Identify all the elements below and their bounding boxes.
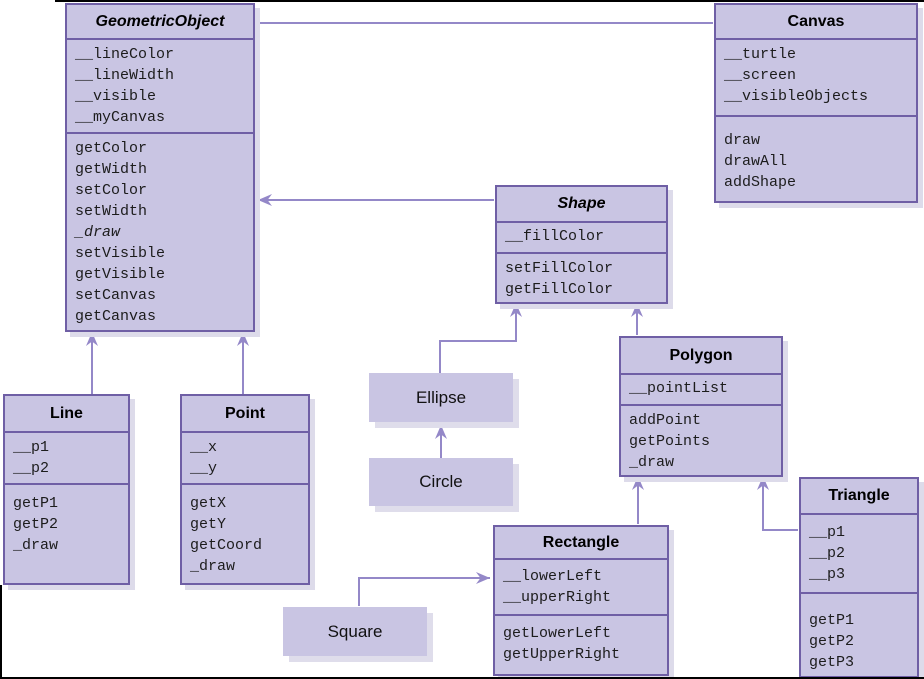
attributes-triangle: __p1 __p2 __p3 bbox=[809, 524, 846, 583]
class-box-circle: Circle bbox=[369, 458, 513, 506]
class-title-triangle: Triangle bbox=[801, 479, 917, 515]
class-box-point: Point __x __y getX getY getCoord _draw bbox=[180, 394, 310, 585]
methods-triangle: getP1 getP2 getP3 bbox=[801, 592, 917, 676]
class-title-circle: Circle bbox=[419, 472, 463, 491]
class-box-line: Line __p1 __p2 getP1 getP2 _draw bbox=[3, 394, 130, 585]
methods-shape: setFillColor getFillColor bbox=[497, 252, 666, 302]
edge-triangle-polygon bbox=[757, 476, 798, 531]
attributes-polygon: __pointList bbox=[629, 380, 729, 397]
class-title-canvas: Canvas bbox=[716, 5, 916, 40]
class-box-shape: Shape __fillColor setFillColor getFillCo… bbox=[495, 185, 668, 304]
class-box-ellipse: Ellipse bbox=[369, 373, 513, 422]
methods-geometricobject: getColor getWidth setColor setWidth _dra… bbox=[67, 132, 253, 330]
class-box-square: Square bbox=[283, 607, 427, 656]
methods-geometricobject-bottom: setVisible getVisible setCanvas getCanva… bbox=[75, 245, 166, 325]
class-box-geometricobject: GeometricObject __lineColor __lineWidth … bbox=[65, 3, 255, 332]
attributes-shape: __fillColor bbox=[505, 228, 605, 245]
class-title-geometricobject: GeometricObject bbox=[67, 5, 253, 40]
class-box-rectangle: Rectangle __lowerLeft __upperRight getLo… bbox=[493, 525, 669, 676]
methods-line: getP1 getP2 _draw bbox=[5, 483, 128, 583]
class-title-square: Square bbox=[327, 621, 383, 641]
edge-ellipse-shape bbox=[439, 303, 522, 373]
class-title-rectangle: Rectangle bbox=[495, 527, 667, 560]
class-title-shape: Shape bbox=[497, 187, 666, 223]
attributes-geometricobject: __lineColor __lineWidth __visible __myCa… bbox=[75, 46, 175, 126]
screenshot-edge-bottom bbox=[0, 677, 924, 679]
methods-rectangle: getLowerLeft getUpperRight bbox=[495, 614, 667, 674]
abstract-method-draw: _draw bbox=[75, 224, 121, 241]
class-title-point: Point bbox=[182, 396, 308, 433]
methods-canvas: draw drawAll addShape bbox=[716, 115, 916, 201]
attributes-point: __x __y bbox=[190, 439, 218, 477]
class-box-polygon: Polygon __pointList addPoint getPoints _… bbox=[619, 336, 783, 477]
class-box-triangle: Triangle __p1 __p2 __p3 getP1 getP2 getP… bbox=[799, 477, 919, 678]
class-title-polygon: Polygon bbox=[621, 338, 781, 375]
class-title-line: Line bbox=[5, 396, 128, 433]
attributes-rectangle: __lowerLeft __upperRight bbox=[503, 568, 612, 606]
class-box-canvas: Canvas __turtle __screen __visibleObject… bbox=[714, 3, 918, 203]
edge-square-rectangle bbox=[358, 572, 490, 606]
methods-polygon: addPoint getPoints _draw bbox=[621, 404, 781, 475]
class-title-ellipse: Ellipse bbox=[415, 387, 467, 407]
methods-geometricobject-top: getColor getWidth setColor setWidth bbox=[75, 140, 148, 220]
attributes-line: __p1 __p2 bbox=[13, 439, 50, 477]
attributes-canvas: __turtle __screen __visibleObjects bbox=[724, 46, 869, 105]
screenshot-edge-left bbox=[0, 585, 2, 679]
screenshot-edge-top bbox=[55, 0, 924, 2]
methods-point: getX getY getCoord _draw bbox=[182, 483, 308, 583]
